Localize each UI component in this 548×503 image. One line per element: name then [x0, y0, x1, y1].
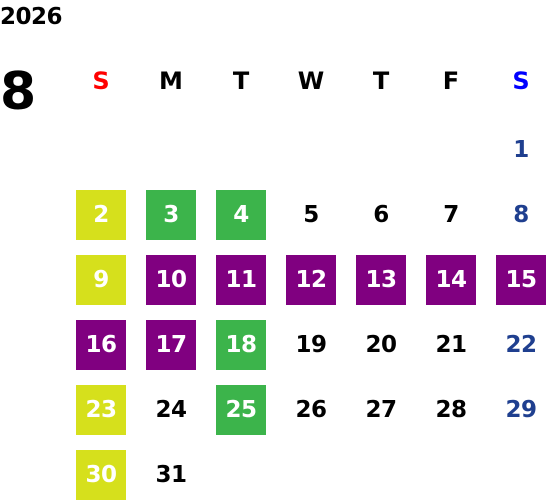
day-cell-2[interactable]: 2 [76, 190, 126, 240]
day-cell-29[interactable]: 29 [505, 397, 537, 423]
day-cell-27[interactable]: 27 [365, 397, 397, 423]
day-cell-5[interactable]: 5 [303, 202, 319, 228]
day-cell-24[interactable]: 24 [155, 397, 187, 423]
weekday-header-0: S [92, 67, 110, 95]
day-cell-25[interactable]: 25 [216, 385, 266, 435]
calendar-year: 2026 [0, 4, 63, 30]
day-cell-15[interactable]: 15 [496, 255, 546, 305]
day-cell-1[interactable]: 1 [513, 137, 529, 163]
calendar-month: 8 [0, 62, 37, 122]
day-cell-19[interactable]: 19 [295, 332, 327, 358]
day-cell-18[interactable]: 18 [216, 320, 266, 370]
day-cell-7[interactable]: 7 [443, 202, 459, 228]
weekday-header-6: S [512, 67, 530, 95]
day-cell-6[interactable]: 6 [373, 202, 389, 228]
day-cell-16[interactable]: 16 [76, 320, 126, 370]
weekday-header-2: T [232, 67, 250, 95]
weekday-header-1: M [159, 67, 183, 95]
day-cell-21[interactable]: 21 [435, 332, 467, 358]
day-cell-11[interactable]: 11 [216, 255, 266, 305]
day-cell-8[interactable]: 8 [513, 202, 529, 228]
day-cell-12[interactable]: 12 [286, 255, 336, 305]
weekday-header-4: T [372, 67, 390, 95]
weekday-header-5: F [442, 67, 460, 95]
day-cell-14[interactable]: 14 [426, 255, 476, 305]
day-cell-3[interactable]: 3 [146, 190, 196, 240]
day-cell-17[interactable]: 17 [146, 320, 196, 370]
day-cell-10[interactable]: 10 [146, 255, 196, 305]
day-cell-26[interactable]: 26 [295, 397, 327, 423]
day-cell-28[interactable]: 28 [435, 397, 467, 423]
day-cell-4[interactable]: 4 [216, 190, 266, 240]
day-cell-31[interactable]: 31 [155, 462, 187, 488]
day-cell-30[interactable]: 30 [76, 450, 126, 500]
day-cell-9[interactable]: 9 [76, 255, 126, 305]
day-cell-20[interactable]: 20 [365, 332, 397, 358]
day-cell-13[interactable]: 13 [356, 255, 406, 305]
day-cell-22[interactable]: 22 [505, 332, 537, 358]
weekday-header-3: W [297, 67, 325, 95]
day-cell-23[interactable]: 23 [76, 385, 126, 435]
